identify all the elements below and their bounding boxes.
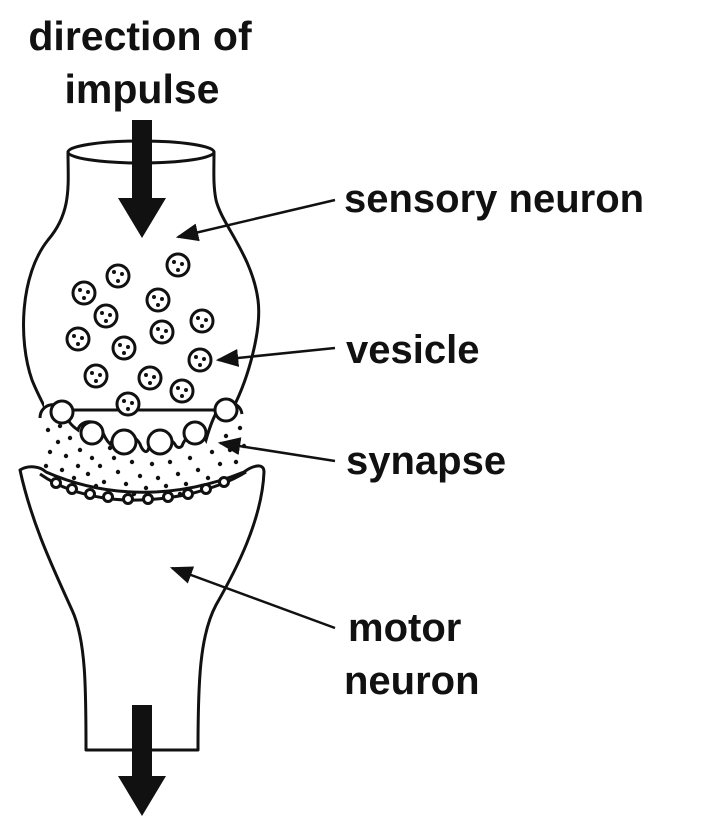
vesicle-item xyxy=(107,265,129,287)
label-vesicle: vesicle xyxy=(346,328,479,372)
label-synapse: synapse xyxy=(346,439,506,483)
label-motor-line-2: neuron xyxy=(344,659,480,703)
vesicle-item xyxy=(67,328,89,350)
vesicle-item xyxy=(171,380,193,402)
vesicle-item xyxy=(191,310,213,332)
vesicle-item xyxy=(147,289,169,311)
label-motor-line-1: motor xyxy=(348,606,461,650)
vesicle-item xyxy=(139,367,161,389)
vesicle-item xyxy=(113,337,135,359)
synapse-pointer xyxy=(220,443,335,461)
title-line-1: direction of xyxy=(28,13,252,59)
vesicle-item xyxy=(73,282,95,304)
title-line-2: impulse xyxy=(65,66,220,112)
vesicle-item xyxy=(95,305,117,327)
label-sensory-neuron: sensory neuron xyxy=(344,177,644,221)
vesicle-item xyxy=(117,393,139,415)
vesicle-item xyxy=(85,365,107,387)
vesicle-item xyxy=(189,349,211,371)
vesicle-item xyxy=(167,254,189,276)
vesicle-item xyxy=(151,321,173,343)
